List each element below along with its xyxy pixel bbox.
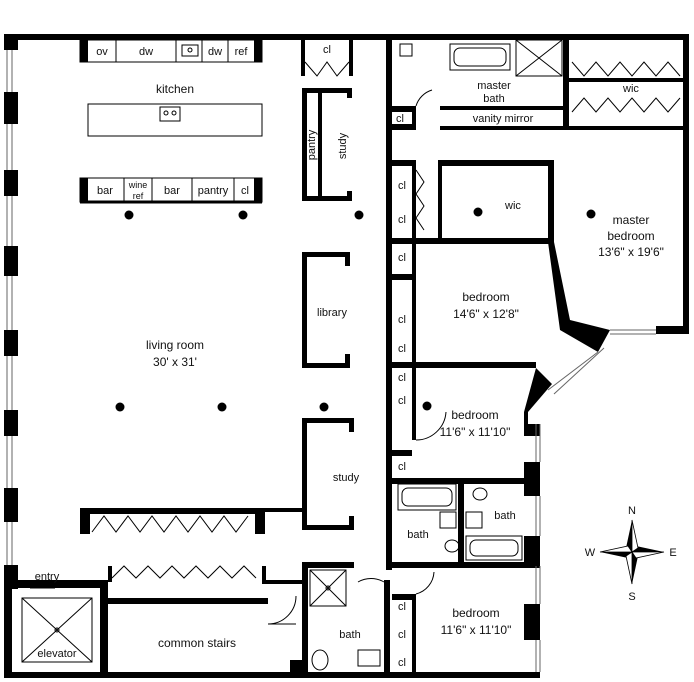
bedroom-3-label: bedroom [452,606,499,620]
bedroom-1-walls [392,242,610,368]
bedroom-2-walls [392,368,552,496]
master-bedroom-label-1: master [613,213,650,227]
closet-label-top: cl [323,44,331,56]
closet-b2-1: cl [398,372,406,384]
study-mid-label: study [333,472,360,484]
compass-icon [599,519,665,585]
entry-label: entry [35,571,60,583]
bedroom-1-label: bedroom [462,290,509,304]
master-toilet-icon [399,43,413,57]
entry-elevator-walls [4,580,302,678]
closet-b2-2: cl [398,395,406,407]
wine-ref-label-2: ref [133,191,144,201]
library-walls [302,252,350,368]
master-shower-icon [515,39,563,77]
elevator-icon [21,597,93,663]
bar-label-2: bar [164,185,180,197]
closet-b2-3: cl [398,461,406,473]
bath-a-label: bath [407,529,428,541]
wic-mid-label: wic [504,200,521,212]
bar-counter [79,177,263,204]
study-mid-walls [302,418,354,530]
wine-ref-label-1: wine [128,180,148,190]
bedroom-2-dim: 11'6" x 11'10" [440,425,511,439]
closet-b3-3: cl [398,657,406,669]
closet-master-bath: cl [396,113,404,125]
elevator-label: elevator [37,648,76,660]
master-bath-walls [392,40,569,130]
closet-b3-2: cl [398,629,406,641]
corridor-walls [386,40,392,570]
twin-baths [392,483,540,568]
master-wic [569,61,683,130]
master-bedroom-dim: 13'6" x 19'6" [598,245,664,259]
bedroom-3-walls [390,594,540,678]
left-windows [6,50,13,565]
closet-b1-2: cl [398,314,406,326]
lower-closets [80,508,302,582]
master-bath-label-1: master [477,80,511,92]
compass-n: N [628,505,636,517]
dw-label-2: dw [208,46,222,58]
right-windows-2 [535,424,541,536]
compass-e: E [669,547,676,559]
columns [115,207,596,412]
entry-door-icon [30,585,55,589]
compass-s: S [628,591,635,603]
tub-icon [449,43,511,71]
bedroom-1-dim: 14'6" x 12'8" [453,307,519,321]
living-room-dim: 30' x 31' [153,355,197,369]
mid-closet-doors [415,169,425,231]
closet-b3-1: cl [398,601,406,613]
ov-label: ov [96,46,108,58]
dw-label-1: dw [139,46,153,58]
closet-mid-1: cl [398,180,406,192]
bedroom-3-dim: 11'6" x 11'10" [441,623,512,637]
mid-closets-walls [392,160,554,244]
wic-master-label: wic [622,83,639,95]
diagonal-window [547,329,656,395]
common-stairs-label: common stairs [158,636,236,650]
sink-icon [357,649,381,667]
master-bedroom-label-2: bedroom [607,229,654,243]
living-room-label: living room [146,338,204,352]
bar-label-1: bar [97,185,113,197]
right-windows-3 [535,566,541,672]
pantry-vertical-label: pantry [306,129,318,160]
library-label: library [317,307,347,319]
closet-b1-1: cl [398,252,406,264]
compass-w: W [585,547,596,559]
master-bath-label-2: bath [483,93,504,105]
top-closet [301,40,353,77]
kitchen-label: kitchen [156,82,194,96]
kitchen-island [87,103,263,137]
ref-label: ref [235,46,249,58]
closet-mid-2: cl [398,214,406,226]
toilet-icon [311,649,329,671]
bath-b-label: bath [494,510,515,522]
bath-bottom-walls [290,562,390,678]
pantry-label: pantry [198,185,229,197]
vanity-mirror-label: vanity mirror [473,113,534,125]
bedroom-2-label: bedroom [451,408,498,422]
bath-c-label: bath [339,629,360,641]
kitchen-counter-top [79,39,263,63]
study-top-label: study [337,132,349,159]
pantry-study-walls [302,88,352,201]
closet-b1-3: cl [398,343,406,355]
kitchen-closet-label: cl [241,185,249,197]
shower-icon [309,569,347,607]
